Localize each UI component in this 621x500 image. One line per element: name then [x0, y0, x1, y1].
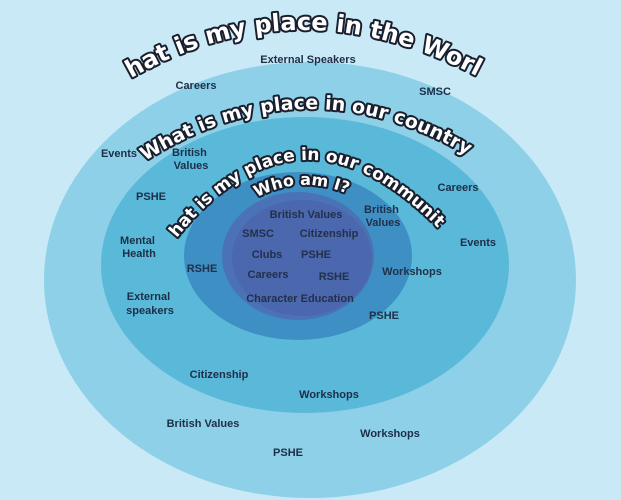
self-label-citizenship: Citizenship	[300, 228, 359, 240]
community-label-values: Values	[366, 217, 401, 229]
self-label-pshe: PSHE	[301, 249, 331, 261]
community-label-workshops: Workshops	[382, 266, 442, 278]
country-label-mental: Mental	[120, 235, 155, 247]
self-label-british-values: British Values	[270, 209, 343, 221]
world-label-external-speakers: External Speakers	[260, 54, 355, 66]
country-label-pshe: PSHE	[136, 191, 166, 203]
self-label-smsc: SMSC	[242, 228, 274, 240]
country-label-british-values: British Values	[172, 147, 210, 172]
world-label-workshops: Workshops	[360, 428, 420, 440]
self-label-clubs: Clubs	[252, 249, 283, 261]
world-label-british-values: British Values	[167, 418, 240, 430]
world-label-careers: Careers	[176, 80, 217, 92]
country-label-mental-health: Mental Health	[120, 235, 158, 260]
world-label-events: Events	[101, 148, 137, 160]
community-label-pshe: PSHE	[369, 310, 399, 322]
community-label-british: British	[364, 204, 399, 216]
world-label-smsc: SMSC	[419, 86, 451, 98]
country-label-citizenship: Citizenship	[190, 369, 249, 381]
world-label-pshe: PSHE	[273, 447, 303, 459]
self-label-rshe: RSHE	[319, 271, 350, 283]
country-label-workshops: Workshops	[299, 389, 359, 401]
self-center	[232, 200, 372, 316]
self-label-careers: Careers	[248, 269, 289, 281]
country-label-external-speakers: External speakers	[126, 291, 174, 317]
country-label-british: British	[172, 147, 207, 159]
country-label-health: Health	[122, 248, 156, 260]
country-label-values: Values	[174, 160, 209, 172]
community-label-rshe: RSHE	[187, 263, 218, 275]
community-label-british-values: British Values	[364, 204, 402, 229]
country-label-events: Events	[460, 237, 496, 249]
country-label-external: External	[127, 291, 170, 303]
self-label-character-education: Character Education	[246, 293, 354, 305]
country-label-speakers: speakers	[126, 305, 174, 317]
country-label-careers: Careers	[438, 182, 479, 194]
